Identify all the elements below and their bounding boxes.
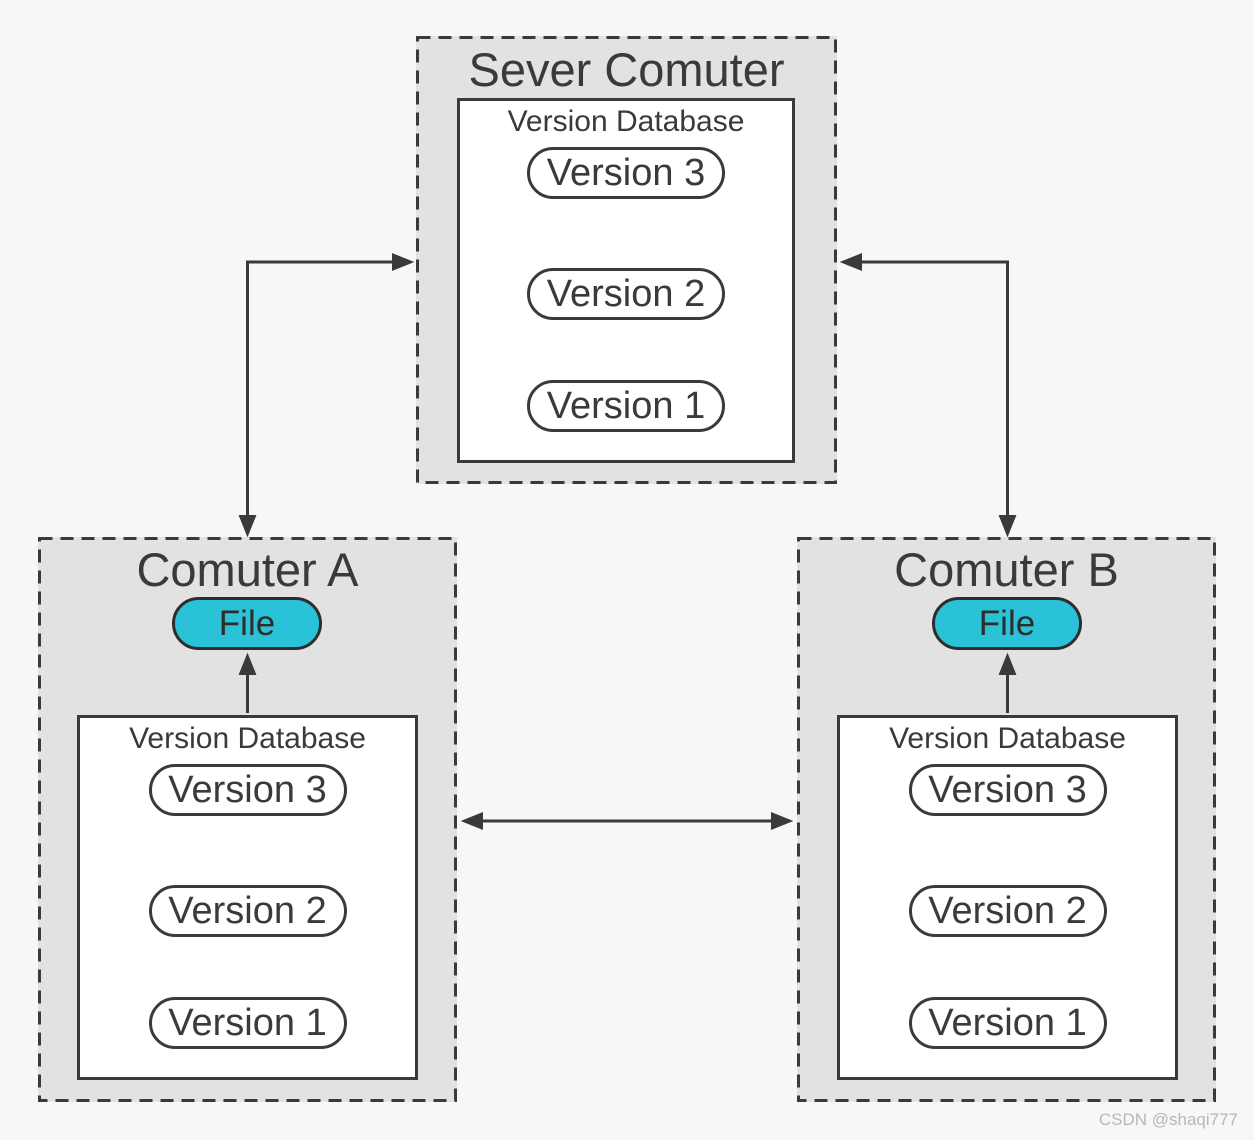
computer-b-version-3-node: Version 3 <box>908 764 1107 816</box>
server-computer-title: Sever Comuter <box>468 43 785 96</box>
arrow-server-computer-a <box>238 253 415 538</box>
computer-b-version-1-node: Version 1 <box>908 997 1107 1049</box>
computer-b-file-label: File <box>978 603 1036 643</box>
computer-b-version-database-box: Version Database Version 3 Version 2 Ver… <box>837 715 1178 1080</box>
computer-b-version-database-label: Version Database <box>889 722 1126 755</box>
computer-a-version-2-node: Version 2 <box>148 885 347 937</box>
computer-a-version-3-node: Version 3 <box>148 764 347 816</box>
computer-a-file-node: File <box>172 597 322 650</box>
server-version-1-node: Version 1 <box>527 380 725 432</box>
arrow-server-computer-b <box>839 253 1017 538</box>
computer-a-title: Comuter A <box>136 543 359 596</box>
server-version-database-box: Version Database Version 3 Version 2 Ver… <box>457 98 795 463</box>
computer-a-version-database-box: Version Database Version 3 Version 2 Ver… <box>77 715 418 1080</box>
server-version-3-node: Version 3 <box>527 147 725 199</box>
server-version-2-node: Version 2 <box>527 268 725 320</box>
computer-b-title: Comuter B <box>894 543 1119 596</box>
computer-b-version-2-node: Version 2 <box>908 885 1107 937</box>
computer-a-version-database-label: Version Database <box>129 722 366 755</box>
computer-b-file-node: File <box>932 597 1082 650</box>
computer-a-file-label: File <box>218 603 276 643</box>
watermark-text: CSDN @shaqi777 <box>1098 1110 1238 1129</box>
computer-a-version-1-node: Version 1 <box>148 997 347 1049</box>
server-version-database-label: Version Database <box>507 105 745 138</box>
